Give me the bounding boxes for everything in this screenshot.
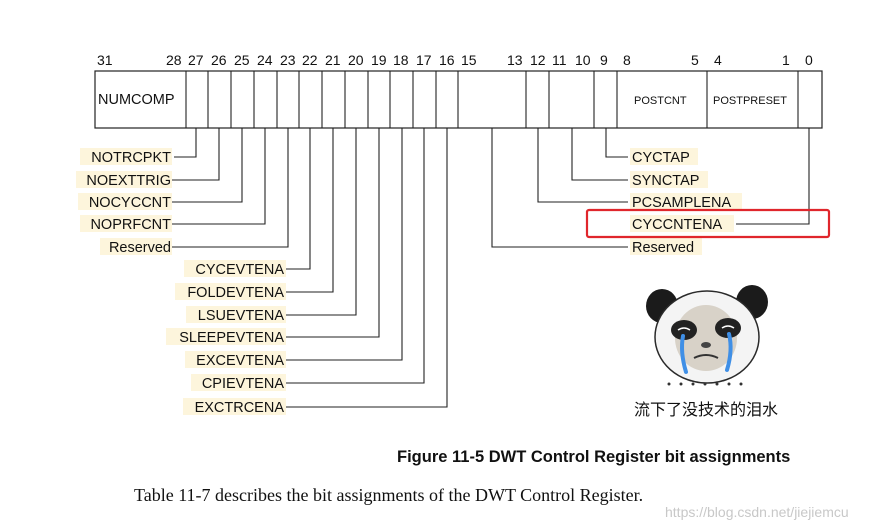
bit-number-row: 31 28 27 26 25 24 23 22 21 20 19 18 17 1…: [97, 52, 813, 68]
label-pcsamplena: PCSAMPLENA: [632, 195, 731, 211]
bit-28: 28: [166, 52, 182, 68]
bit-5: 5: [691, 52, 699, 68]
label-foldevtena: FOLDEVTENA: [187, 285, 284, 301]
bit-26: 26: [211, 52, 227, 68]
label-reserved-left: Reserved: [109, 240, 171, 256]
register-box: NUMCOMP POSTCNT POSTPRESET: [94, 70, 823, 129]
bit-12: 12: [530, 52, 546, 68]
right-connectors: [491, 128, 810, 248]
bit-27: 27: [188, 52, 204, 68]
bit-15: 15: [461, 52, 477, 68]
label-cyctap: CYCTAP: [632, 150, 690, 166]
bit-8: 8: [623, 52, 631, 68]
label-excevtena: EXCEVTENA: [196, 353, 284, 369]
meme-caption: 流下了没技术的泪水: [634, 400, 779, 419]
bit-20: 20: [348, 52, 364, 68]
bit-25: 25: [234, 52, 250, 68]
label-lsuevtena: LSUEVTENA: [198, 308, 285, 324]
bit-9: 9: [600, 52, 608, 68]
field-postcnt: POSTCNT: [634, 95, 687, 107]
bit-22: 22: [302, 52, 318, 68]
right-labels: CYCTAP SYNCTAP PCSAMPLENA CYCCNTENA Rese…: [630, 148, 742, 256]
label-cycevtena: CYCEVTENA: [195, 262, 284, 278]
bit-19: 19: [371, 52, 387, 68]
label-cpievtena: CPIEVTENA: [202, 376, 285, 392]
label-synctap: SYNCTAP: [632, 173, 699, 189]
bit-11: 11: [552, 52, 567, 68]
cyccntena-highlight-box: [585, 208, 831, 239]
bit-10: 10: [575, 52, 591, 68]
field-numcomp: NUMCOMP: [98, 92, 175, 108]
label-reserved-right: Reserved: [632, 240, 694, 256]
bit-18: 18: [393, 52, 409, 68]
figure-caption: Figure 11-5 DWT Control Register bit ass…: [397, 448, 791, 466]
label-notrcpkt: NOTRCPKT: [91, 150, 171, 166]
bit-0: 0: [805, 52, 813, 68]
field-postpreset: POSTPRESET: [713, 95, 787, 107]
label-noexttrig: NOEXTTRIG: [86, 173, 171, 189]
watermark: https://blog.csdn.net/jiejiemcu: [665, 504, 849, 520]
panda-meme-image: [646, 285, 768, 386]
bit-23: 23: [280, 52, 296, 68]
bit-1: 1: [782, 52, 790, 68]
label-nocyccnt: NOCYCCNT: [89, 195, 171, 211]
label-sleepevtena: SLEEPEVTENA: [179, 330, 284, 346]
left-labels: NOTRCPKT NOEXTTRIG NOCYCCNT NOPRFCNT Res…: [76, 148, 286, 416]
body-text: Table 11-7 describes the bit assignments…: [134, 485, 644, 505]
bit-13: 13: [507, 52, 523, 68]
bit-4: 4: [714, 52, 722, 68]
bit-24: 24: [257, 52, 273, 68]
label-noprfcnt: NOPRFCNT: [90, 217, 171, 233]
bit-17: 17: [416, 52, 432, 68]
bit-16: 16: [439, 52, 455, 68]
label-cyccntena: CYCCNTENA: [632, 217, 723, 233]
bit-31: 31: [97, 52, 113, 68]
left-connectors: [172, 128, 448, 408]
label-exctrcena: EXCTRCENA: [195, 400, 285, 416]
bit-21: 21: [325, 52, 341, 68]
